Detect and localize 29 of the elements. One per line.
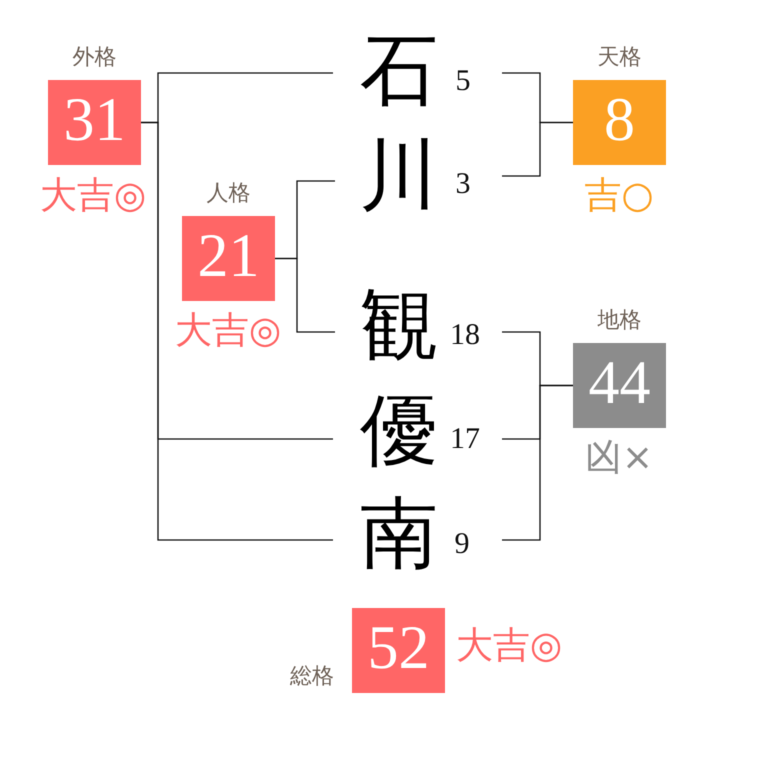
name-character: 川 <box>360 137 438 215</box>
fortune-label: 大吉◎ <box>456 626 562 664</box>
stroke-count: 9 <box>454 529 470 559</box>
stroke-count: 18 <box>450 320 480 350</box>
fortune-label: 吉○ <box>584 176 654 214</box>
score-box: 21 <box>182 216 275 301</box>
grade-heading: 地格 <box>598 310 642 332</box>
stroke-count: 5 <box>456 66 470 96</box>
score-box: 31 <box>48 80 141 165</box>
name-character: 南 <box>360 495 438 573</box>
score-box: 44 <box>573 343 666 428</box>
score-box: 52 <box>352 608 445 693</box>
name-character: 石 <box>360 32 438 110</box>
fortune-label: 大吉◎ <box>40 176 146 214</box>
fortune-label: 大吉◎ <box>174 312 282 348</box>
bracket-line <box>502 384 573 541</box>
fortune-label: 凶× <box>585 438 653 476</box>
grade-heading: 人格 <box>206 183 250 205</box>
grade-heading: 外格 <box>72 47 116 69</box>
grade-heading: 総格 <box>290 666 334 688</box>
bracket-line <box>141 122 333 541</box>
name-character: 優 <box>360 392 438 470</box>
stroke-count: 17 <box>450 424 480 454</box>
stroke-count: 3 <box>456 169 470 199</box>
bracket-line <box>275 258 335 333</box>
grade-heading: 天格 <box>598 47 642 69</box>
name-character: 観 <box>360 286 438 364</box>
bracket-line <box>502 122 573 177</box>
score-box: 8 <box>573 80 666 165</box>
